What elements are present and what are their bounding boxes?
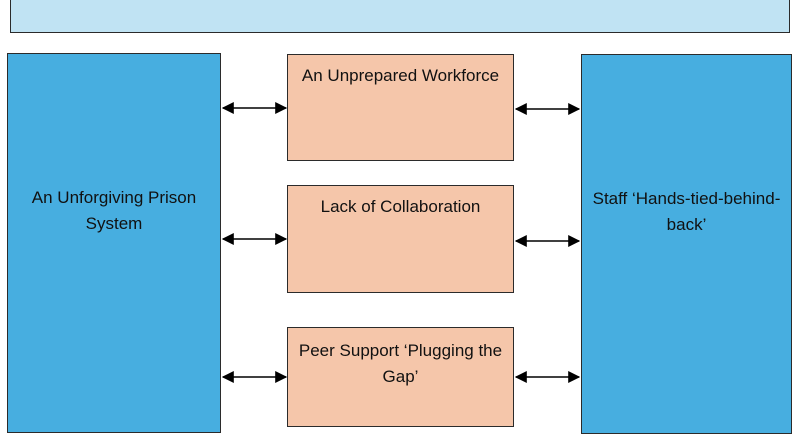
middle-box-label: Peer Support ‘Plugging the Gap’ bbox=[298, 341, 503, 386]
middle-box-unprepared-workforce: An Unprepared Workforce bbox=[287, 54, 514, 161]
middle-box-peer-support: Peer Support ‘Plugging the Gap’ bbox=[287, 327, 514, 427]
top-banner bbox=[10, 0, 790, 33]
connector-arrows bbox=[221, 102, 581, 383]
middle-box-label: An Unprepared Workforce bbox=[301, 66, 500, 85]
right-box-staff: Staff ‘Hands-tied-behind-back’ bbox=[581, 54, 792, 434]
left-box-label: An Unforgiving Prison System bbox=[31, 188, 197, 233]
left-box-prison-system: An Unforgiving Prison System bbox=[7, 53, 221, 433]
right-box-label: Staff ‘Hands-tied-behind-back’ bbox=[592, 189, 781, 234]
middle-box-lack-of-collaboration: Lack of Collaboration bbox=[287, 185, 514, 293]
middle-box-label: Lack of Collaboration bbox=[320, 197, 481, 216]
